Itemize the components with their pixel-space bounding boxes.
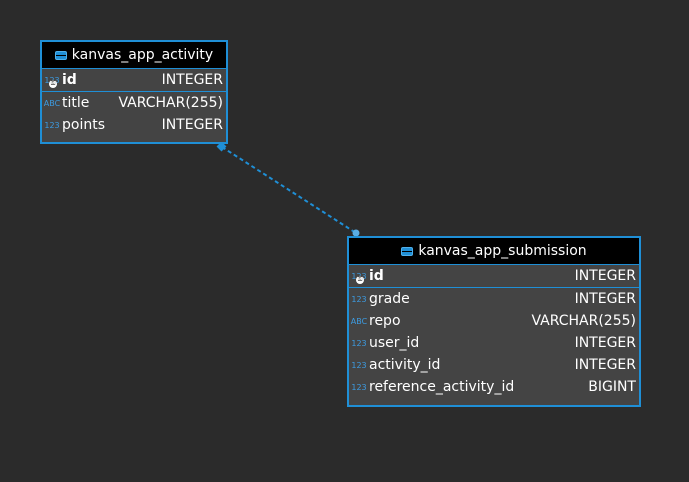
text-type-icon: ABC (350, 316, 368, 326)
column-name: id (62, 72, 77, 88)
primary-key-section: 123⚿ id INTEGER (42, 69, 226, 92)
column-row-user-id[interactable]: 123 user_id INTEGER (349, 332, 639, 354)
integer-type-icon: 123 (44, 120, 60, 130)
column-name: repo (369, 313, 401, 329)
column-row-points[interactable]: 123 points INTEGER (42, 114, 226, 136)
column-row-activity-id[interactable]: 123 activity_id INTEGER (349, 354, 639, 376)
column-type: INTEGER (574, 335, 636, 351)
entity-header[interactable]: kanvas_app_activity (42, 42, 226, 69)
column-type: INTEGER (574, 291, 636, 307)
column-name: grade (369, 291, 410, 307)
entity-header[interactable]: kanvas_app_submission (349, 238, 639, 265)
column-name: activity_id (369, 357, 441, 373)
column-type: INTEGER (574, 268, 636, 284)
integer-type-icon: 123 (351, 338, 367, 348)
integer-key-icon: 123⚿ (351, 272, 367, 284)
column-type: VARCHAR(255) (531, 313, 636, 329)
column-row-title[interactable]: ABC title VARCHAR(255) (42, 92, 226, 114)
column-row-id[interactable]: 123⚿ id INTEGER (42, 69, 226, 91)
column-name: user_id (369, 335, 420, 351)
column-type: BIGINT (588, 379, 636, 395)
column-name: points (62, 117, 105, 133)
column-row-reference-activity-id[interactable]: 123 reference_activity_id BIGINT (349, 376, 639, 398)
column-name: reference_activity_id (369, 379, 515, 395)
text-type-icon: ABC (43, 98, 61, 108)
column-row-id[interactable]: 123⚿ id INTEGER (349, 265, 639, 287)
column-type: INTEGER (574, 357, 636, 373)
integer-key-icon: 123⚿ (44, 76, 60, 88)
entity-kanvas-app-submission[interactable]: kanvas_app_submission 123⚿ id INTEGER 12… (347, 236, 641, 407)
entity-title: kanvas_app_activity (71, 47, 214, 63)
entity-kanvas-app-activity[interactable]: kanvas_app_activity 123⚿ id INTEGER ABC … (40, 40, 228, 144)
column-type: INTEGER (161, 72, 223, 88)
integer-type-icon: 123 (351, 382, 367, 392)
table-icon (401, 246, 414, 256)
column-row-repo[interactable]: ABC repo VARCHAR(255) (349, 310, 639, 332)
column-type: INTEGER (161, 117, 223, 133)
column-name: title (62, 95, 90, 111)
primary-key-section: 123⚿ id INTEGER (349, 265, 639, 288)
relationship-line (221, 146, 357, 234)
column-name: id (369, 268, 384, 284)
integer-type-icon: 123 (351, 294, 367, 304)
integer-type-icon: 123 (351, 360, 367, 370)
column-type: VARCHAR(255) (118, 95, 223, 111)
table-icon (54, 50, 67, 60)
column-row-grade[interactable]: 123 grade INTEGER (349, 288, 639, 310)
entity-title: kanvas_app_submission (418, 243, 587, 259)
